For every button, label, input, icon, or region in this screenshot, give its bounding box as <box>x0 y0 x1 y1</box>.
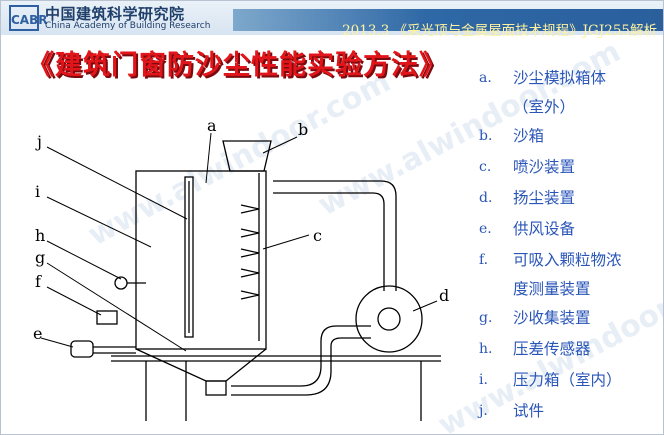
legend-item: h. 压差传感器 <box>479 334 663 365</box>
label-b: b <box>298 120 308 139</box>
header-banner: 2013.3 《采光顶与金属屋面技术规程》JGJ255解析 <box>233 9 663 39</box>
legend-key <box>479 94 513 121</box>
legend-key: e. <box>479 221 492 237</box>
legend-item: c. 喷沙装置 <box>479 152 663 183</box>
legend-key: c. <box>479 159 492 175</box>
legend-key: h. <box>479 341 493 357</box>
legend-item: g. 沙收集装置 <box>479 303 663 334</box>
label-g: g <box>35 248 45 267</box>
legend-item: d. 扬尘装置 <box>479 183 663 214</box>
dust-chamber <box>135 170 267 350</box>
legend-text: 喷沙装置 <box>513 158 576 176</box>
legend-item: 度测量装置 <box>479 276 663 303</box>
dust-duct <box>273 192 385 291</box>
legend-key: g. <box>479 310 493 326</box>
legend-text: 供风设备 <box>513 220 576 238</box>
label-f: f <box>35 272 42 291</box>
legend-item: i. 压力箱（室内） <box>479 365 663 396</box>
legend-item: e. 供风设备 <box>479 214 663 245</box>
legend-key: d. <box>479 190 493 206</box>
legend-key: f. <box>479 252 489 268</box>
dust-fan <box>355 285 423 353</box>
label-c: c <box>313 226 322 245</box>
legend-item: j. 试件 <box>479 396 663 427</box>
org-name-en: China Academy of Building Research <box>45 21 211 31</box>
return-duct <box>231 325 371 387</box>
legend-key <box>479 276 513 303</box>
sand-collector <box>135 348 267 382</box>
particle-meter <box>96 310 118 325</box>
label-i: i <box>35 182 40 201</box>
legend-text: 试件 <box>513 402 545 420</box>
legend-key: a. <box>479 70 492 86</box>
sand-box <box>222 140 272 172</box>
banner-title: 2013.3 《采光顶与金属屋面技术规程》JGJ255解析 <box>342 23 657 39</box>
fan-hub <box>377 307 401 331</box>
legend-text: 沙收集装置 <box>513 309 591 327</box>
page-title: 《建筑门窗防沙尘性能实验方法》 <box>27 50 447 81</box>
label-a: a <box>207 116 217 135</box>
label-d: d <box>439 286 449 305</box>
air-supply <box>70 340 94 358</box>
air-pipe <box>93 346 136 354</box>
legend-key: b. <box>479 128 493 144</box>
legend-item: b. 沙箱 <box>479 121 663 152</box>
legend-text: 沙尘模拟箱体 <box>513 69 607 87</box>
label-j: j <box>35 132 42 151</box>
spray-nozzles <box>240 204 260 300</box>
institute-logo: CABR <box>9 5 47 31</box>
legend-text: 压力箱（室内） <box>513 371 622 389</box>
label-h: h <box>35 226 45 245</box>
legend-text: （室外） <box>513 98 576 116</box>
legend-key: i. <box>479 372 488 388</box>
dust-duct <box>273 180 397 291</box>
component-legend: a. 沙尘模拟箱体 （室外） b. 沙箱 c. 喷沙装置 d. 扬尘装置 e. … <box>479 63 663 427</box>
legend-key: j. <box>479 403 488 419</box>
header: CABR 中国建筑科学研究院 China Academy of Building… <box>1 1 663 39</box>
leader-lines <box>40 132 438 352</box>
label-e: e <box>33 324 42 343</box>
collector-outlet <box>205 380 227 396</box>
legend-item: a. 沙尘模拟箱体 <box>479 63 663 94</box>
legend-item: f. 可吸入颗粒物浓 <box>479 245 663 276</box>
legend-text: 可吸入颗粒物浓 <box>513 251 622 269</box>
return-duct <box>231 337 371 396</box>
org-name-cn: 中国建筑科学研究院 <box>45 5 185 23</box>
legend-text: 压差传感器 <box>513 340 591 358</box>
legend-text: 沙箱 <box>513 127 545 145</box>
legend-item: （室外） <box>479 94 663 121</box>
apparatus-diagram: a b c d e f g h i j <box>33 116 449 421</box>
legend-text: 度测量装置 <box>513 280 591 298</box>
legend-text: 扬尘装置 <box>513 189 576 207</box>
